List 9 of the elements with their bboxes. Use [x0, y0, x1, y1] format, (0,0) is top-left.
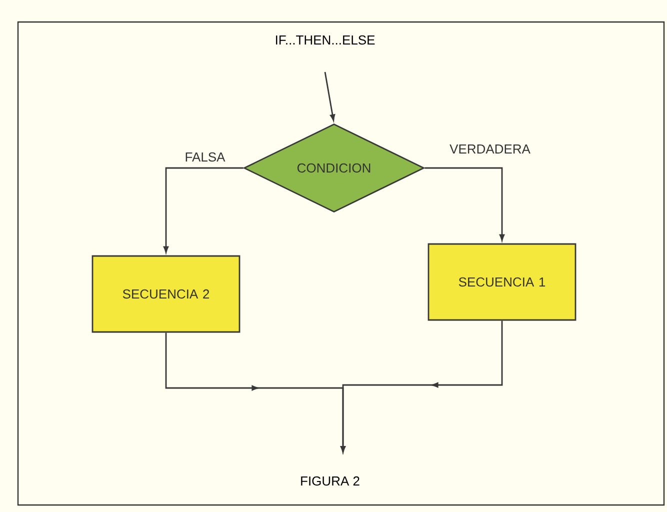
- process-box: SECUENCIA 2: [92, 255, 240, 333]
- edge-label: VERDADERA: [448, 144, 532, 154]
- title: IF...THEN...ELSE: [276, 35, 375, 45]
- arrow: [424, 167, 505, 241]
- arrow: [163, 167, 244, 253]
- arrow: [340, 320, 503, 452]
- caption: FIGURA 2: [301, 476, 360, 486]
- arrow: [324, 72, 336, 121]
- process-box: SECUENCIA 1: [428, 243, 576, 321]
